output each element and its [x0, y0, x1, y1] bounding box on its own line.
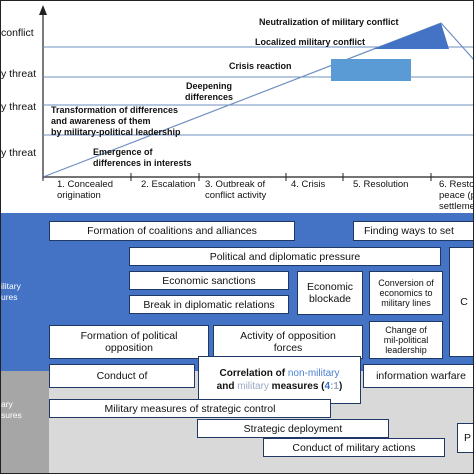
level-label-threat-1: y threat: [1, 68, 37, 80]
conflict-escalation-chart: conflict y threat y threat y threat Emer…: [1, 1, 474, 241]
stage-crisis-reaction: Crisis reaction: [229, 61, 292, 71]
correlation-box: Correlation of non-military and military…: [198, 356, 361, 404]
stage-deepening: Deepening differences: [185, 81, 234, 102]
side-label-military: ary sures: [1, 399, 22, 420]
side-label-non-military: ilitary ures: [1, 281, 21, 302]
phase-1-label: 1. Concealed origination: [57, 179, 113, 201]
crisis-reaction-area: [331, 59, 411, 81]
box-coalitions: Formation of coalitions and alliances: [49, 221, 295, 241]
box-finding-ways: Finding ways to set: [353, 221, 473, 241]
box-conversion: Conversion of economics to military line…: [369, 271, 443, 315]
box-economic-sanctions: Economic sanctions: [129, 271, 289, 290]
phase-5-label: 5. Resolution: [353, 179, 409, 190]
box-conduct-of: Conduct of: [49, 364, 195, 388]
military-conflict-area: [373, 23, 449, 49]
phase-3-label: 3. Outbreak of conflict activity: [205, 179, 267, 201]
y-axis-arrow: [39, 5, 47, 15]
box-political-pressure: Political and diplomatic pressure: [129, 247, 441, 266]
military-measures-side: [1, 371, 49, 473]
box-strategic-control: Military measures of strategic control: [49, 399, 331, 418]
phase-2-label: 2. Escalation: [141, 179, 196, 190]
box-information-warfare: information warfare: [363, 364, 473, 388]
box-economic-blockade: Economic blockade: [297, 271, 363, 315]
box-right-edge: C: [449, 247, 473, 357]
stage-neutralization: Neutralization of military conflict: [259, 17, 399, 27]
stage-localized-conflict: Localized military conflict: [255, 37, 366, 47]
level-label-conflict: conflict: [1, 27, 34, 39]
level-label-threat-3: y threat: [1, 147, 37, 159]
correlation-line-1: Correlation of non-military: [219, 368, 340, 379]
correlation-line-2: and military measures (4:1): [216, 381, 343, 392]
phase-6-label: 6. Resto peace (p settleme: [439, 179, 474, 212]
stage-emergence: Emergence of differences in interests: [93, 147, 192, 168]
box-strategic-deployment: Strategic deployment: [197, 419, 389, 438]
level-label-threat-2: y threat: [1, 101, 37, 113]
box-break-relations: Break in diplomatic relations: [129, 295, 289, 314]
stage-transformation: Transformation of differences and awaren…: [51, 105, 181, 137]
box-opposition-forces: Activity of opposition forces: [213, 325, 363, 359]
box-right-edge-gray: P: [457, 423, 473, 453]
box-political-opposition: Formation of political opposition: [49, 325, 209, 359]
box-military-actions: Conduct of military actions: [263, 438, 445, 457]
chart-canvas: [39, 5, 473, 181]
de-escalation-line: [440, 22, 473, 60]
box-change-leadership: Change of mil-political leadership: [369, 321, 443, 359]
phase-4-label: 4. Crisis: [291, 179, 326, 190]
